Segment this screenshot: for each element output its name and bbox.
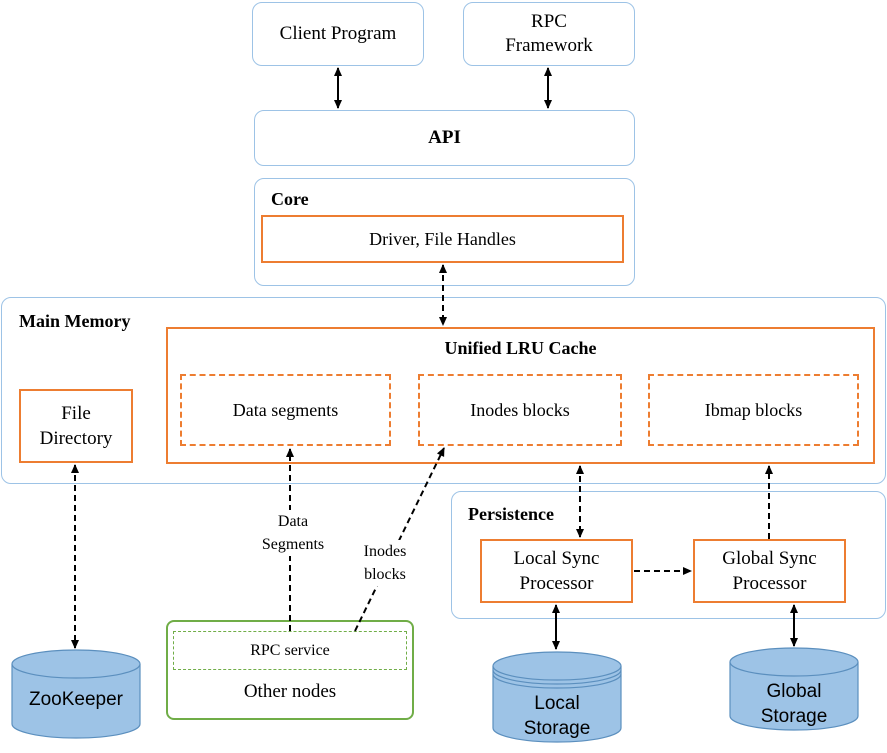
core-title: Core xyxy=(271,189,309,209)
rpc-service-box: RPC service xyxy=(173,631,407,670)
zookeeper-cylinder xyxy=(11,649,141,739)
api-box: API xyxy=(254,110,635,166)
driver-file-handles-box: Driver, File Handles xyxy=(261,215,624,263)
file-directory-box: File Directory xyxy=(19,389,133,463)
ibmap-blocks-box: Ibmap blocks xyxy=(648,374,859,446)
local-storage-cylinder xyxy=(492,651,622,743)
global-storage-cylinder xyxy=(729,647,859,731)
global-storage-label: Global Storage xyxy=(760,681,828,727)
inodes-blocks-edge-label: Inodes blocks xyxy=(345,540,425,586)
main-memory-title: Main Memory xyxy=(19,311,131,331)
persistence-title: Persistence xyxy=(468,504,554,524)
client-program-box: Client Program xyxy=(252,2,424,66)
rpc-inodes-blocks-arrow xyxy=(354,447,445,632)
local-sync-processor-box: Local Sync Processor xyxy=(480,539,633,603)
zookeeper-label: ZooKeeper xyxy=(28,689,123,710)
data-segments-edge-label: Data Segments xyxy=(248,510,338,556)
other-nodes-title: Other nodes xyxy=(243,681,337,702)
inodes-blocks-box: Inodes blocks xyxy=(418,374,622,446)
global-sync-processor-box: Global Sync Processor xyxy=(693,539,846,603)
unified-lru-cache-title: Unified LRU Cache xyxy=(444,338,597,358)
rpc-framework-box: RPC Framework xyxy=(463,2,635,66)
data-segments-box: Data segments xyxy=(180,374,391,446)
local-storage-label: Local Storage xyxy=(523,693,591,739)
